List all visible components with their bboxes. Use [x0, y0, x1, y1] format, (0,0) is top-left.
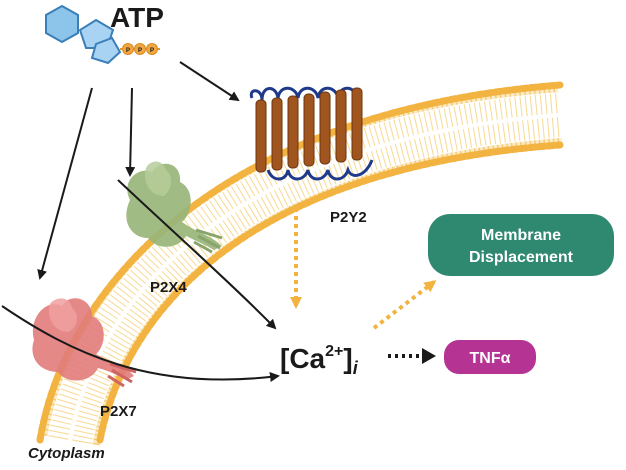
- membrane-displacement-box: Membrane Displacement: [428, 214, 614, 276]
- p2x4-label: P2X4: [150, 279, 187, 296]
- phosphate-label: P: [126, 48, 130, 54]
- calcium-charge: 2+: [325, 343, 343, 360]
- phosphate-label: P: [150, 48, 154, 54]
- p2y2-label: P2Y2: [330, 209, 367, 226]
- tnf-alpha-label: TNFα: [470, 350, 511, 367]
- calcium-label: [Ca2+]i: [280, 343, 359, 378]
- p2y2-receptor-icon: [249, 86, 374, 181]
- signal-arrows: [290, 208, 437, 364]
- calcium-open: [Ca: [280, 343, 326, 374]
- p2x4-receptor-icon: [126, 161, 223, 254]
- atp-label: ATP: [110, 2, 164, 33]
- svg-text:[Ca2+]i: [Ca2+]i: [280, 343, 359, 378]
- ca-influx-arrows: [1, 179, 280, 382]
- calcium-close: ]: [343, 343, 352, 374]
- calcium-subscript: i: [353, 358, 359, 378]
- atp-molecule-icon: P P P: [45, 4, 160, 65]
- cytoplasm-label: Cytoplasm: [28, 445, 105, 462]
- membrane-displacement-line2: Displacement: [469, 249, 574, 266]
- p2x7-label: P2X7: [100, 403, 137, 420]
- membrane-displacement-line1: Membrane: [481, 227, 561, 244]
- tnf-alpha-box: TNFα: [444, 340, 536, 374]
- p2x7-receptor-icon: [32, 298, 137, 388]
- phosphate-label: P: [138, 48, 142, 54]
- atp-arrows: [37, 61, 240, 280]
